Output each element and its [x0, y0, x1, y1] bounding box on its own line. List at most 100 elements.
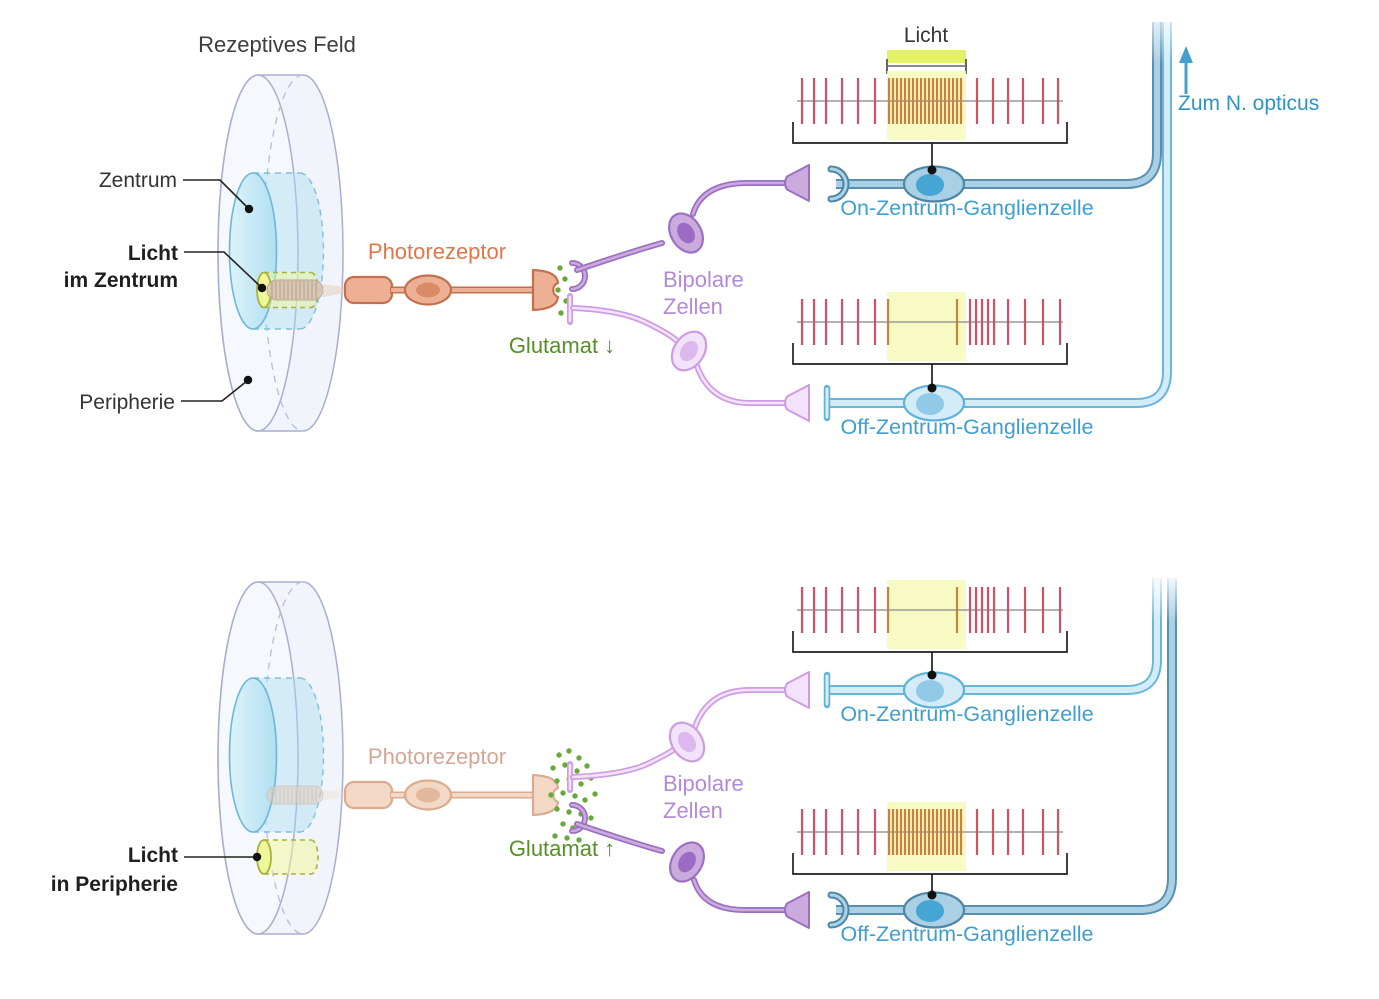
glutamate-dot	[555, 287, 561, 293]
electrode-dot	[927, 165, 937, 175]
outer-segment-stripes	[271, 787, 317, 803]
peripherie-label: Peripherie	[79, 391, 175, 414]
receptive-field-disc-bottom	[217, 581, 344, 935]
nucleus	[916, 900, 944, 922]
glutamate-dot	[566, 809, 572, 815]
up-arrow-icon	[1179, 46, 1193, 63]
receptive-field-title: Rezeptives Feld	[198, 32, 356, 57]
off-ganglion-label-bottom: Off-Zentrum-Ganglienzelle	[841, 922, 1094, 946]
glutamate-dot	[566, 748, 572, 754]
light-stimulus-bar: Licht	[886, 24, 967, 74]
light-window	[887, 292, 966, 361]
recording-bracket	[792, 122, 1068, 144]
dendrite-cup	[829, 893, 848, 927]
licht-im-zentrum-leader-dot	[257, 283, 267, 293]
glutamate-dot	[584, 763, 590, 769]
light-window	[887, 71, 966, 140]
bipolar-label-bottom-line1: Bipolare	[663, 771, 744, 796]
nucleus	[677, 731, 697, 753]
axon-outline	[836, 22, 1162, 189]
axon	[836, 578, 1175, 913]
optic-fiber-fade-bottom	[1146, 570, 1178, 622]
axon	[836, 22, 1160, 187]
inner-segment	[343, 275, 394, 305]
glutamate-dot	[582, 797, 588, 803]
glutamate-dot	[560, 790, 566, 796]
axon-outline	[836, 578, 1177, 915]
recording-bracket	[792, 343, 1068, 365]
nucleus	[679, 340, 699, 362]
light-window	[887, 580, 966, 649]
dendrite-claw	[570, 261, 587, 291]
axon	[695, 364, 789, 405]
dendrite-stem	[575, 241, 664, 272]
glutamate-dot	[548, 792, 554, 798]
photoreceptor-outer-segment-top	[266, 279, 346, 301]
glutamate-dot	[552, 833, 558, 839]
peripherie-leader-dot	[243, 375, 253, 385]
glutamate-dot	[588, 815, 594, 821]
light-beam-back-edge	[310, 839, 319, 875]
synaptic-pedicle	[531, 773, 560, 817]
on-center-ganglion-top: On-Zentrum-Ganglienzelle	[827, 22, 1162, 220]
axon-outline	[690, 180, 790, 217]
axon	[830, 578, 1160, 693]
photoreceptor-top: Photorezeptor	[343, 239, 560, 312]
glutamate-dot	[578, 781, 584, 787]
glutamat-label-bottom: Glutamat ↑	[509, 836, 615, 861]
disc-annotations-top: Rezeptives Feld Zentrum Licht im Zentrum…	[64, 32, 356, 414]
zentrum-label: Zentrum	[99, 169, 177, 192]
glutamate-dot	[562, 762, 568, 768]
dendrite-stem	[575, 822, 664, 853]
light-beam-body	[264, 840, 318, 874]
glutamate-dot	[554, 806, 560, 812]
axon	[830, 22, 1170, 406]
licht-in-peripherie-label-line1: Licht	[128, 844, 178, 867]
electrode-dot	[927, 383, 937, 393]
glutamate-dot	[576, 755, 582, 761]
nucleus	[416, 282, 440, 298]
recording-bracket	[792, 853, 1068, 875]
photoreceptor-bottom: Photorezeptor	[343, 744, 560, 817]
electrode-dot	[927, 670, 937, 680]
glutamate-dot	[574, 768, 580, 774]
bipolar-label-bottom-line2: Zellen	[663, 798, 723, 823]
glutamate-dot	[572, 793, 578, 799]
zentrum-leader-dot	[244, 204, 254, 214]
glutamate-dot	[576, 837, 582, 843]
center-cylinder-back-edge	[299, 677, 325, 833]
center-cylinder-back-edge	[299, 172, 325, 330]
glutamate-dot	[562, 276, 568, 282]
electrode-dot	[927, 890, 937, 900]
axon	[691, 181, 789, 216]
photoreceptor-outer-segment-bottom	[266, 785, 346, 805]
optic-nerve-label: Zum N. opticus	[1178, 92, 1319, 115]
licht-in-peripherie-label-line2: in Peripherie	[51, 873, 178, 896]
dendrite-stem	[571, 746, 678, 779]
light-window	[887, 802, 966, 871]
axon	[693, 688, 789, 729]
axon-terminal-funnel	[784, 671, 810, 709]
glutamate-dot	[557, 265, 563, 271]
licht-in-peripherie-leader-dot	[252, 852, 262, 862]
off-ganglion-label-top: Off-Zentrum-Ganglienzelle	[841, 415, 1094, 439]
glutamate-dot	[560, 821, 566, 827]
bipolar-cell-on-bottom	[567, 671, 810, 793]
bipolar-cell-off-top	[567, 293, 810, 422]
dendrite-stem	[571, 306, 680, 344]
licht-im-zentrum-label-line1: Licht	[128, 242, 178, 265]
glutamate-dot	[554, 778, 560, 784]
axon-outline	[691, 877, 790, 913]
licht-bar	[887, 50, 966, 63]
on-ganglion-label-top: On-Zentrum-Ganglienzelle	[840, 196, 1093, 220]
on-ganglion-label-bottom: On-Zentrum-Ganglienzelle	[840, 702, 1093, 726]
peripherie-leader-line	[181, 380, 248, 402]
glutamate-dot	[556, 752, 562, 758]
axon-terminal-funnel	[784, 384, 810, 422]
bipolar-label-top-line1: Bipolare	[663, 267, 744, 292]
photoreceptor-label-bottom: Photorezeptor	[368, 744, 506, 769]
glutamate-dots-top	[555, 265, 569, 316]
nucleus	[916, 174, 944, 196]
licht-im-zentrum-label-line2: im Zentrum	[64, 269, 178, 292]
